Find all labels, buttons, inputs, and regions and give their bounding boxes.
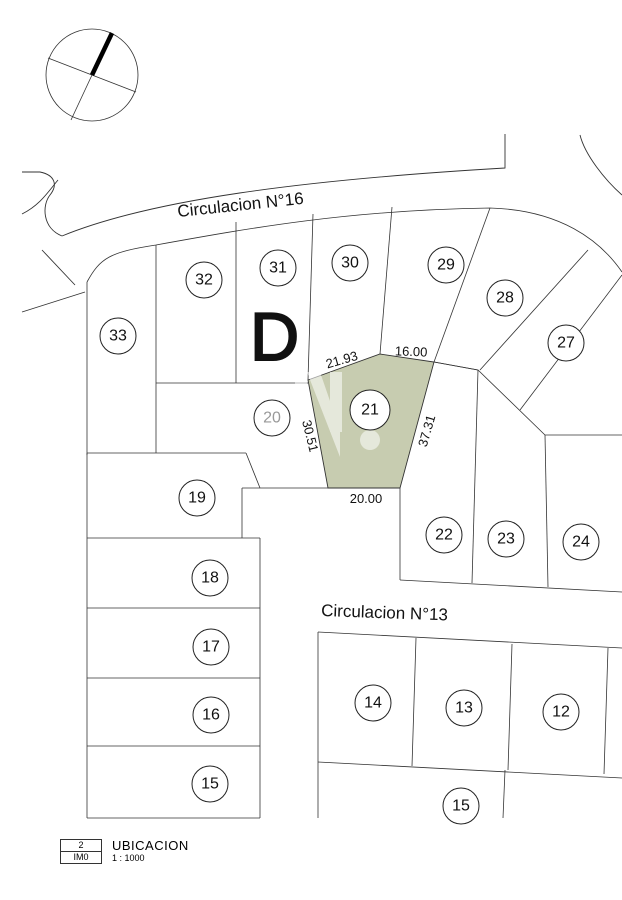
lot-marker-21[interactable]: 21: [349, 389, 391, 431]
lot-circle: [191, 559, 229, 597]
lot-marker-29[interactable]: 29: [427, 246, 465, 284]
lot-marker-14[interactable]: 14: [354, 684, 392, 722]
lot-marker-33[interactable]: 33: [99, 317, 137, 355]
lot-circle: [191, 765, 229, 803]
lot-marker-19[interactable]: 19: [178, 479, 216, 517]
lot-marker-13[interactable]: 13: [445, 689, 483, 727]
lot-circle: [331, 244, 369, 282]
lot-number: 20: [263, 410, 281, 427]
lot-circle: [442, 787, 480, 825]
lot-markers: 33 32 31 30 29 28 27 20 21 19 22 23 24 18 17 16 15 14 13 12…: [99, 244, 600, 825]
street-label-north: Circulacion N°16: [176, 189, 304, 221]
lot-marker-28[interactable]: 28: [486, 279, 524, 317]
lot-circle: [185, 261, 223, 299]
watermark-logo: [295, 372, 380, 457]
lot-circle: [427, 246, 465, 284]
lot-number: 16: [202, 707, 220, 724]
lot-circle: [562, 523, 600, 561]
lot-circle: [547, 324, 585, 362]
lot-circle: [354, 684, 392, 722]
lot-circle: [542, 693, 580, 731]
legend-title: UBICACION: [112, 838, 189, 853]
lot-number: 24: [572, 534, 590, 551]
lot-marker-31[interactable]: 31: [259, 249, 297, 287]
lot-number: 32: [195, 272, 213, 289]
lot-marker-15a[interactable]: 15: [191, 765, 229, 803]
road-circulacion-16: [21, 134, 622, 313]
lot-marker-23[interactable]: 23: [487, 520, 525, 558]
lot-number: 28: [496, 290, 514, 307]
lot-marker-16[interactable]: 16: [192, 696, 230, 734]
legend-code: IM0: [60, 851, 102, 864]
lot-marker-12[interactable]: 12: [542, 693, 580, 731]
lot-circle: [425, 516, 463, 554]
lot-circle: [487, 520, 525, 558]
lot-circle: [178, 479, 216, 517]
lot-marker-27[interactable]: 27: [547, 324, 585, 362]
lot-circle: [259, 249, 297, 287]
lot-number: 23: [497, 531, 515, 548]
lot-number: 22: [435, 527, 453, 544]
lot-marker-30[interactable]: 30: [331, 244, 369, 282]
lot-number: 17: [202, 639, 220, 656]
lot-circle: [192, 696, 230, 734]
lot-marker-20[interactable]: 20: [253, 399, 291, 437]
lot-circle: [192, 628, 230, 666]
lot-marker-22[interactable]: 22: [425, 516, 463, 554]
lot-marker-24[interactable]: 24: [562, 523, 600, 561]
lot-number: 31: [269, 260, 287, 277]
block-d-lots: [86, 206, 622, 819]
lot-number: 18: [201, 570, 219, 587]
lot-circle: [486, 279, 524, 317]
south-block-lots: [317, 631, 622, 819]
street-label-middle: Circulacion N°13: [321, 601, 448, 624]
dimension-bottom: 20.00: [350, 491, 383, 506]
lot-number: 19: [188, 490, 206, 507]
dimension-top-right: 16.00: [395, 343, 428, 359]
lot-number: 14: [364, 695, 382, 712]
lot-number: 15: [201, 776, 219, 793]
lot-marker-15b[interactable]: 15: [442, 787, 480, 825]
lot-number: 15: [452, 798, 470, 815]
lot-circle: [445, 689, 483, 727]
lot-circle: [253, 399, 291, 437]
lot-number: 30: [341, 255, 359, 272]
lot-marker-17[interactable]: 17: [192, 628, 230, 666]
north-arrow-icon: [45, 28, 139, 122]
lot-number: 33: [109, 328, 127, 345]
lot-number: 12: [552, 704, 570, 721]
lot-marker-32[interactable]: 32: [185, 261, 223, 299]
lot-number: 21: [361, 402, 379, 419]
lot-circle: [349, 389, 391, 431]
legend-scale: 1 : 1000: [112, 853, 145, 863]
lot-number: 29: [437, 257, 455, 274]
lot-circle: [99, 317, 137, 355]
svg-text:D: D: [250, 299, 299, 375]
block-letter: D: [249, 298, 300, 376]
lot-marker-18[interactable]: 18: [191, 559, 229, 597]
lot-number: 27: [557, 335, 575, 352]
lot-number: 13: [455, 700, 473, 717]
